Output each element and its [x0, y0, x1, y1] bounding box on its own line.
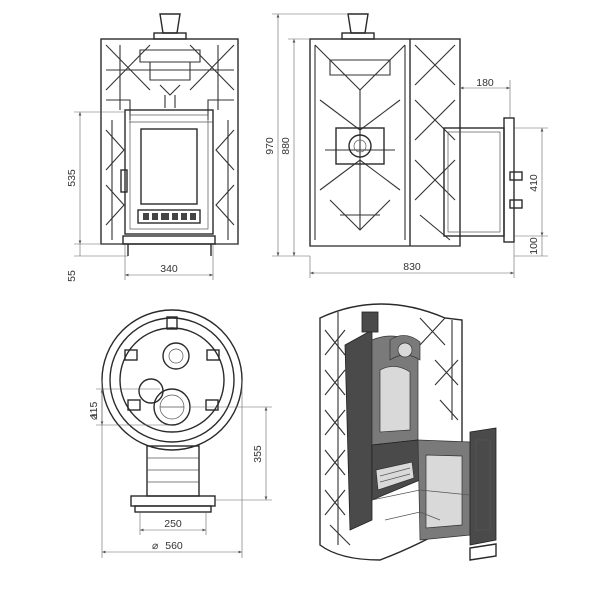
cutaway-wall-left	[344, 329, 373, 531]
side-view: 970 880 180 410 100 830	[264, 13, 548, 278]
dim-flue-offset: 180	[476, 77, 494, 89]
dim-flue-diameter: 115	[88, 401, 100, 418]
front-lattice	[105, 44, 235, 240]
dim-body-diameter-symbol: ⌀	[152, 540, 159, 552]
front-door-handle	[120, 169, 128, 193]
front-view: 535 55 340	[66, 13, 239, 282]
side-chimney	[347, 13, 369, 34]
dim-total-height: 970	[264, 137, 276, 155]
dim-total-depth: 830	[403, 261, 421, 273]
side-water-tank	[443, 127, 505, 237]
dim-body-height: 880	[280, 137, 292, 155]
dim-flue-diameter-symbol: ⌀	[88, 413, 100, 420]
front-door	[124, 109, 214, 235]
side-body	[309, 38, 461, 247]
side-medallion	[335, 127, 385, 165]
dim-tank-bottom: 100	[528, 237, 540, 255]
dim-tank-height: 410	[528, 174, 540, 192]
dim-front-base-height: 55	[66, 270, 78, 282]
side-tank-tap	[509, 171, 523, 181]
front-door-glass	[140, 128, 198, 205]
front-air-vent	[137, 209, 201, 224]
dim-body-diameter: 560	[165, 540, 183, 552]
top-flue-outlet	[162, 342, 190, 370]
top-door-plate	[130, 495, 216, 507]
cutaway-chamber-interior	[379, 366, 411, 433]
top-firebox-channel	[146, 445, 200, 497]
top-view: ⌀ 115 355 250 ⌀ 560	[88, 309, 272, 558]
dim-flue-to-front: 355	[252, 445, 264, 463]
dim-door-width: 250	[164, 518, 182, 530]
front-chimney-collar	[153, 32, 187, 40]
dim-front-door-width: 340	[160, 263, 178, 275]
dim-front-door-height: 535	[66, 169, 78, 187]
cutaway-flue	[361, 311, 379, 333]
top-outer-ring	[101, 309, 243, 451]
top-tank-cap	[138, 378, 164, 404]
cutaway-grate	[375, 461, 415, 491]
cutaway-lattice	[324, 312, 459, 546]
front-chimney	[159, 13, 181, 34]
cutaway-door-frame	[469, 427, 497, 546]
cutaway-view	[319, 303, 497, 561]
top-inner-body	[119, 327, 225, 433]
